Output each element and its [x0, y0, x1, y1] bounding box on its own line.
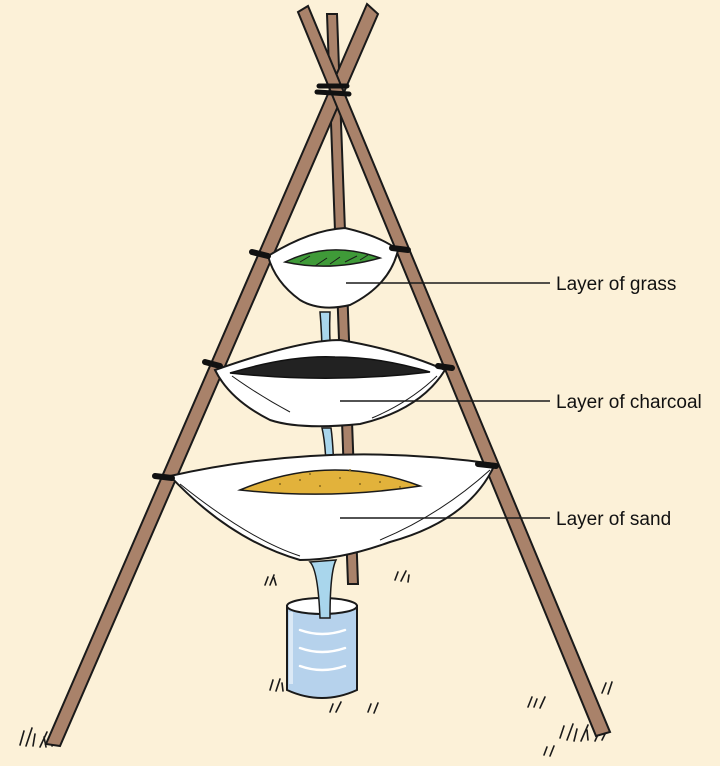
- label-sand: Layer of sand: [556, 509, 671, 530]
- ground-grass: [19, 570, 613, 757]
- cloth-ties: [152, 245, 499, 481]
- left-pole: [44, 2, 380, 748]
- right-pole: [296, 4, 612, 738]
- top-lashing: [314, 83, 352, 97]
- charcoal-tray: [213, 338, 447, 428]
- label-grass: Layer of grass: [556, 274, 676, 295]
- label-charcoal: Layer of charcoal: [556, 392, 702, 413]
- grass-tray: [266, 226, 400, 309]
- tin-can-icon: [286, 597, 358, 699]
- sand-tray: [168, 453, 497, 562]
- callouts: Layer of grass Layer of charcoal Layer o…: [340, 274, 702, 530]
